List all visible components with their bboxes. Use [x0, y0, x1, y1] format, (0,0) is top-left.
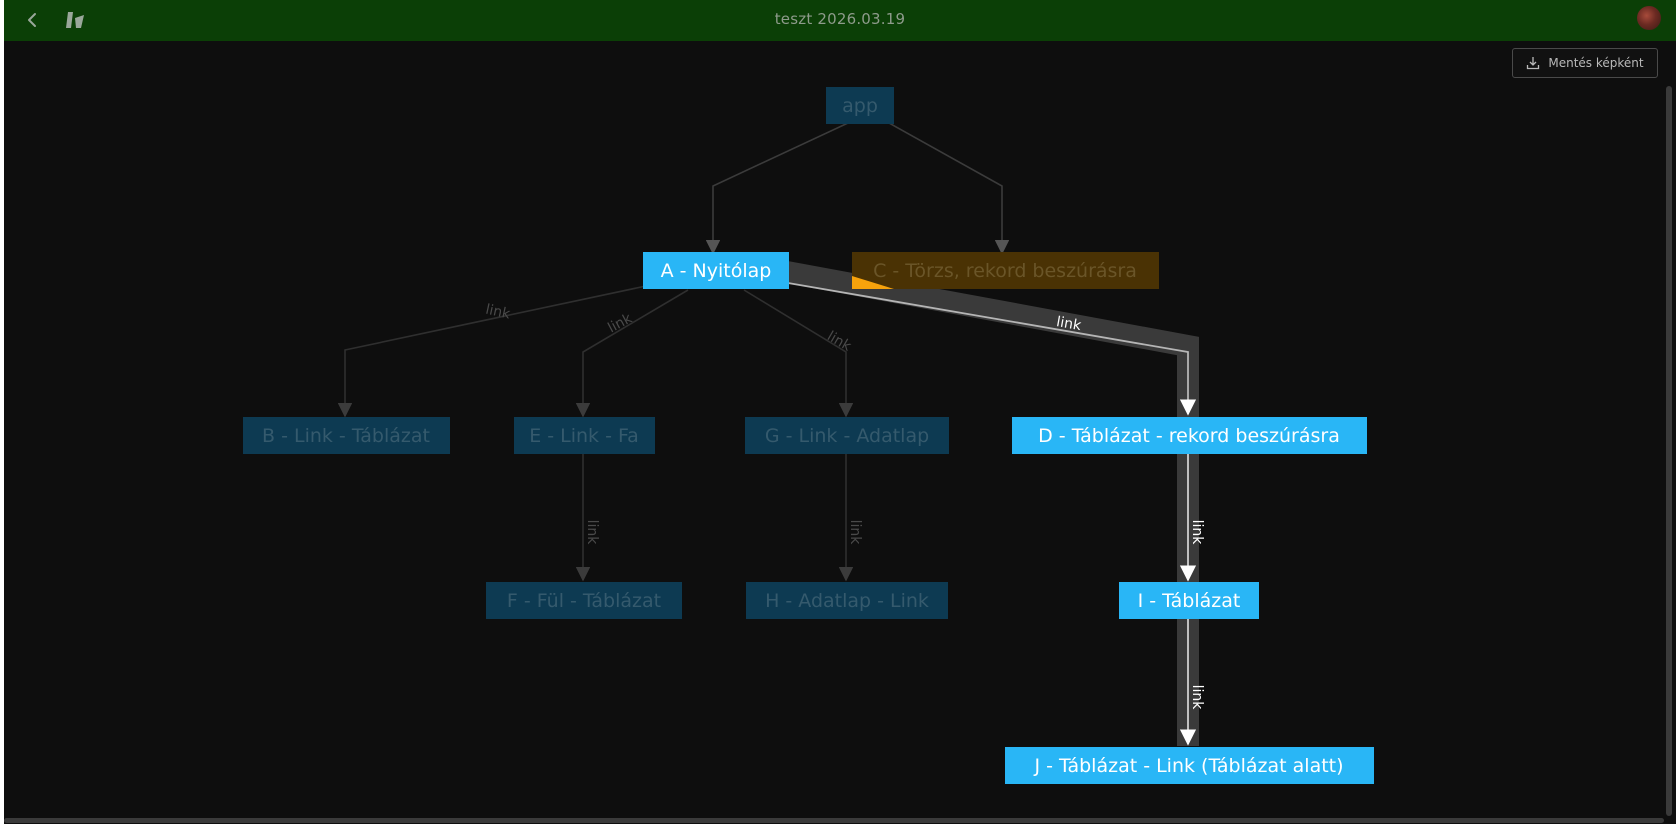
node-h[interactable]: H - Adatlap - Link	[746, 582, 948, 619]
node-j[interactable]: J - Táblázat - Link (Táblázat alatt)	[1005, 747, 1374, 784]
edge-app-a	[705, 122, 849, 255]
node-a-label: A - Nyitólap	[661, 260, 772, 282]
edge-label-a-b: link	[484, 302, 512, 323]
dependency-graph: link link link link link link link link …	[243, 87, 1374, 784]
node-a[interactable]: A - Nyitólap	[643, 252, 789, 289]
save-as-image-button[interactable]: Mentés képként	[1512, 48, 1658, 78]
node-d-label: D - Táblázat - rekord beszúrásra	[1038, 425, 1340, 447]
node-app-label: app	[842, 95, 878, 117]
vertical-scrollbar[interactable]	[1666, 86, 1672, 816]
node-b[interactable]: B - Link - Táblázat	[243, 417, 450, 454]
edge-label-i-j: link	[1189, 685, 1205, 711]
chevron-left-icon	[28, 13, 36, 27]
edges-dim	[337, 122, 1010, 582]
edge-a-e	[575, 289, 689, 418]
window-title: teszt 2026.03.19	[774, 10, 906, 28]
edge-a-d	[787, 282, 1197, 416]
node-i-label: I - Táblázat	[1138, 590, 1241, 612]
edge-labels: link link link link link link link link	[484, 302, 1205, 711]
top-bar: teszt 2026.03.19	[4, 0, 1676, 41]
node-g[interactable]: G - Link - Adatlap	[745, 417, 949, 454]
node-e-label: E - Link - Fa	[529, 425, 639, 447]
edge-label-g-h: link	[847, 520, 863, 546]
back-button[interactable]	[22, 9, 44, 31]
node-f-label: F - Fül - Táblázat	[507, 590, 661, 612]
edge-label-a-e: link	[605, 310, 635, 336]
edge-a-b	[337, 285, 647, 418]
node-i[interactable]: I - Táblázat	[1119, 582, 1259, 619]
save-as-image-label: Mentés képként	[1548, 56, 1644, 70]
node-h-label: H - Adatlap - Link	[765, 590, 929, 612]
user-avatar[interactable]	[1637, 6, 1661, 30]
app-logo-icon[interactable]	[64, 9, 86, 31]
node-g-label: G - Link - Adatlap	[765, 425, 929, 447]
node-j-label: J - Táblázat - Link (Táblázat alatt)	[1033, 755, 1343, 777]
edge-label-d-i: link	[1189, 520, 1205, 546]
node-f[interactable]: F - Fül - Táblázat	[486, 582, 682, 619]
node-c-label: C - Törzs, rekord beszúrásra	[873, 260, 1137, 282]
edge-app-c	[888, 122, 1010, 255]
node-app[interactable]: app	[826, 87, 894, 124]
app-window: teszt 2026.03.19 Mentés képként	[4, 0, 1676, 824]
node-e[interactable]: E - Link - Fa	[514, 417, 655, 454]
node-d[interactable]: D - Táblázat - rekord beszúrásra	[1012, 417, 1367, 454]
download-icon	[1527, 57, 1540, 70]
edge-label-a-d: link	[1055, 314, 1083, 334]
edge-a-g	[743, 289, 854, 418]
node-b-label: B - Link - Táblázat	[262, 425, 430, 447]
edge-label-a-g: link	[824, 328, 854, 355]
node-c[interactable]: C - Törzs, rekord beszúrásra	[852, 252, 1159, 289]
horizontal-scrollbar[interactable]	[4, 818, 1664, 823]
edge-label-e-f: link	[584, 520, 600, 546]
edges-highlighted	[787, 282, 1197, 746]
